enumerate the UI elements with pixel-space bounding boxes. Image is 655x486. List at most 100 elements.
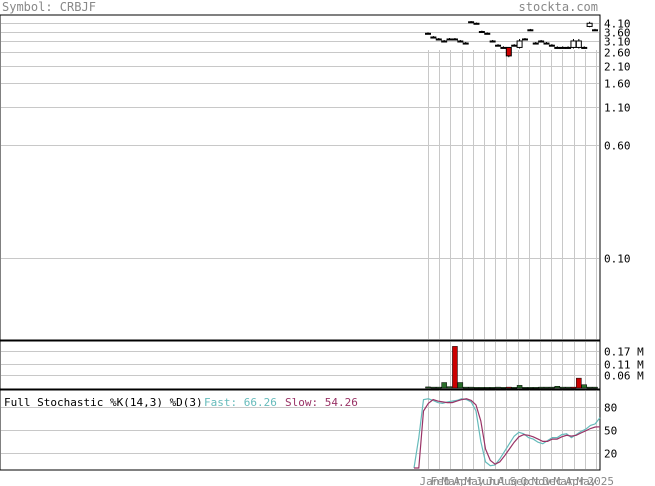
stochastic-tick-label: 50	[604, 425, 617, 438]
candle	[468, 21, 475, 24]
candle-body	[543, 42, 550, 45]
price-tick-label: 1.60	[604, 78, 631, 91]
candle	[532, 42, 539, 45]
candle	[446, 37, 453, 41]
candle-body	[516, 40, 523, 48]
volume-bar	[441, 382, 447, 389]
volume-bar	[532, 387, 539, 389]
month-tick-label: Feb	[431, 475, 451, 486]
volume-panel-frame	[0, 340, 601, 390]
month-grid	[428, 50, 597, 469]
volume-bar	[452, 346, 458, 389]
month-tick-label: Jun	[476, 475, 496, 486]
candle-body	[586, 22, 593, 27]
candle-body	[473, 22, 480, 25]
price-tick-label: 4.10	[604, 18, 631, 31]
price-panel-frame	[0, 14, 601, 341]
volume-bar	[446, 386, 453, 389]
month-axis-labels: JanFebMarAprMayJunJulAugSepOctNovDecMarA…	[420, 475, 615, 486]
candle	[565, 46, 572, 49]
candle	[495, 44, 502, 47]
candle	[451, 37, 458, 41]
symbol-label: Symbol: CRBJF	[2, 0, 96, 14]
candle	[478, 30, 485, 34]
volume-bar	[506, 386, 512, 389]
price-tick-label: 2.10	[604, 61, 631, 74]
candle-body	[548, 44, 555, 47]
candle-body	[468, 21, 475, 24]
candle-body	[484, 32, 491, 35]
price-tick-label: 2.60	[604, 47, 631, 60]
candle-body	[446, 38, 453, 41]
volume-bar	[581, 384, 587, 389]
month-tick-label: Nov	[532, 475, 552, 486]
month-tick-label: May	[577, 475, 597, 486]
candle-body	[565, 46, 572, 49]
month-tick-label: Apr	[566, 475, 586, 486]
stochastic-lines	[413, 398, 601, 469]
volume-bar	[468, 386, 474, 389]
candle-body	[505, 46, 512, 57]
volume-bar	[559, 386, 566, 389]
candle	[457, 39, 464, 43]
volume-tick-label: 0.11 M	[604, 359, 644, 372]
candle	[559, 46, 566, 49]
price-tick-label: 3.60	[604, 27, 631, 40]
volume-bar	[527, 387, 534, 389]
volume-tick-label: 0.06 M	[604, 370, 644, 383]
candle-body	[462, 42, 469, 45]
volume-bar	[538, 386, 544, 389]
candle-body	[478, 31, 485, 34]
candle-body	[575, 40, 582, 48]
stochastic-fast-label: Fast: 66.26	[204, 396, 277, 409]
brand-label: stockta.com	[519, 0, 598, 14]
candle-body	[538, 40, 545, 43]
stochastic-axis-labels: 80 50 20	[604, 402, 617, 461]
candle-body	[527, 29, 534, 32]
price-tick-label: 0.60	[604, 140, 631, 153]
candle	[484, 32, 491, 35]
candle-body	[451, 38, 458, 41]
candle-body	[554, 46, 561, 49]
month-tick-label: 2025	[588, 475, 615, 486]
volume-bar	[554, 385, 561, 389]
candle	[570, 38, 577, 49]
candle	[548, 44, 555, 47]
candle-body	[592, 29, 598, 32]
volume-bar	[436, 386, 442, 389]
volume-bar	[592, 386, 598, 389]
stochastic-tick-label: 20	[604, 448, 617, 461]
volume-bar	[543, 386, 550, 389]
month-tick-label: Sep	[510, 475, 530, 486]
stochastic-title: Full Stochastic %K(14,3) %D(3)	[4, 396, 203, 409]
stochastic-tick-label: 80	[604, 402, 617, 415]
price-axis-labels: 4.103.603.102.602.101.601.100.600.10	[604, 18, 631, 266]
candle	[441, 39, 448, 43]
month-tick-label: Oct	[521, 475, 541, 486]
volume-bar	[522, 387, 528, 389]
stochastic-grid	[1, 407, 599, 454]
price-tick-label: 0.10	[604, 253, 631, 266]
candle	[462, 42, 469, 45]
candle	[554, 46, 561, 49]
candle	[425, 32, 431, 35]
month-tick-label: Jul	[487, 475, 507, 486]
candle-body	[489, 40, 496, 43]
candle	[516, 38, 523, 49]
candle-body	[457, 40, 464, 43]
month-tick-label: Mar	[554, 475, 574, 486]
candle	[473, 22, 480, 25]
month-tick-label: Mar	[442, 475, 462, 486]
volume-grid	[1, 351, 599, 376]
volume-bar	[511, 387, 517, 389]
candle	[586, 21, 593, 28]
candlestick-series	[425, 21, 598, 58]
candle	[527, 28, 534, 32]
candle-body	[500, 46, 507, 49]
volume-bar	[495, 386, 501, 389]
volume-tick-label: 0.17 M	[604, 346, 644, 359]
volume-bar	[430, 386, 437, 389]
candle-body	[570, 40, 577, 48]
month-tick-label: Aug	[498, 475, 518, 486]
volume-bar	[549, 386, 555, 389]
